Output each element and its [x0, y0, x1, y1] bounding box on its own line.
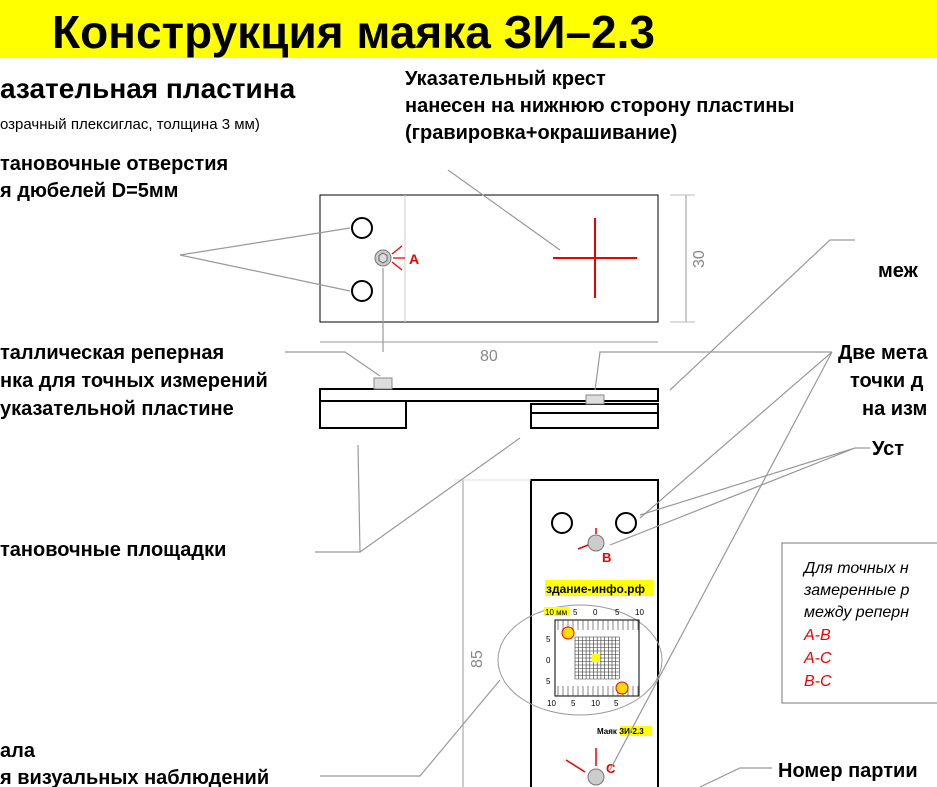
site-label: здание-инфо.рф [546, 582, 646, 596]
plate-side-view [319, 388, 659, 402]
dim-85-label: 85 [469, 650, 486, 668]
mount-hole-icon [351, 217, 373, 239]
dim-80-label: 80 [480, 348, 498, 365]
right-top-label: меж [878, 260, 919, 282]
reference-point-b-icon [587, 534, 605, 552]
cross-label-3: (гравировка+окрашивание) [405, 122, 677, 144]
scale-unit: 10 мм [545, 608, 567, 617]
point-a-label: A [409, 251, 419, 267]
scale-tick: 10 [547, 699, 556, 708]
pair-ab: A-B [803, 627, 831, 644]
plate-heading: азательная пластина [0, 73, 296, 104]
dim-30-label: 30 [691, 250, 708, 268]
scale-tick: 5 [546, 635, 551, 644]
scale-callout-ellipse [497, 604, 663, 716]
mount-hole-icon [551, 512, 573, 534]
holes-label-1: тановочные отверстия [0, 153, 228, 175]
scale-tick: 0 [593, 608, 598, 617]
ref-right-3: на изм [862, 398, 927, 420]
crack-scale-grid [554, 619, 640, 697]
cross-label-2: нанесен на нижнюю сторону пластины [405, 95, 794, 117]
scale-tick: 5 [573, 608, 578, 617]
point-b-label: B [602, 550, 611, 565]
holes-label-2: я дюбелей D=5мм [0, 180, 178, 202]
scale-tick: 10 [635, 608, 644, 617]
pad-left [319, 400, 407, 429]
scale-tick: 10 [591, 699, 600, 708]
scale-tick: 5 [571, 699, 576, 708]
mount-hole-icon [351, 280, 373, 302]
reference-block [373, 377, 393, 390]
pads-label: тановочные площадки [0, 539, 226, 561]
mount-hole-icon [615, 512, 637, 534]
scale-label-1: ала [0, 740, 36, 762]
info-line: между реперн [804, 604, 909, 621]
page-title: Конструкция маяка ЗИ–2.3 [52, 6, 655, 58]
scale-tick: 0 [546, 656, 551, 665]
info-line: замеренные р [803, 582, 910, 599]
ref-left-1: таллическая реперная [0, 342, 224, 364]
site-highlight [545, 580, 653, 596]
ref-right-1: Две мета [838, 342, 928, 364]
reference-point-c-icon [587, 768, 605, 786]
leader-lines [179, 169, 870, 787]
scale-tick: 5 [614, 699, 619, 708]
reference-block [585, 394, 605, 405]
scale-label-2: я визуальных наблюдений [0, 767, 269, 787]
info-line: Для точных н [802, 560, 909, 577]
scale-tick: 5 [615, 608, 620, 617]
hex-icon [378, 252, 388, 264]
plate-subheading: озрачный плексиглас, толщина 3 мм) [0, 116, 260, 133]
pair-ac: A-C [803, 650, 832, 667]
mount-right-label: Уст [872, 438, 904, 460]
model-label: Маяк ЗИ-2.3 [597, 727, 644, 736]
cross-label-1: Указательный крест [405, 68, 606, 90]
ref-left-2: нка для точных измерений [0, 370, 268, 392]
batch-label: Номер партии [778, 760, 918, 782]
info-box [781, 542, 937, 704]
red-arrows [391, 245, 405, 271]
scale-tick: 5 [546, 677, 551, 686]
ref-right-2: точки д [850, 370, 924, 392]
title-bar [0, 0, 937, 58]
ref-left-3: указательной пластине [0, 398, 234, 420]
pad-right [530, 403, 659, 429]
pair-bc: B-C [804, 673, 832, 690]
